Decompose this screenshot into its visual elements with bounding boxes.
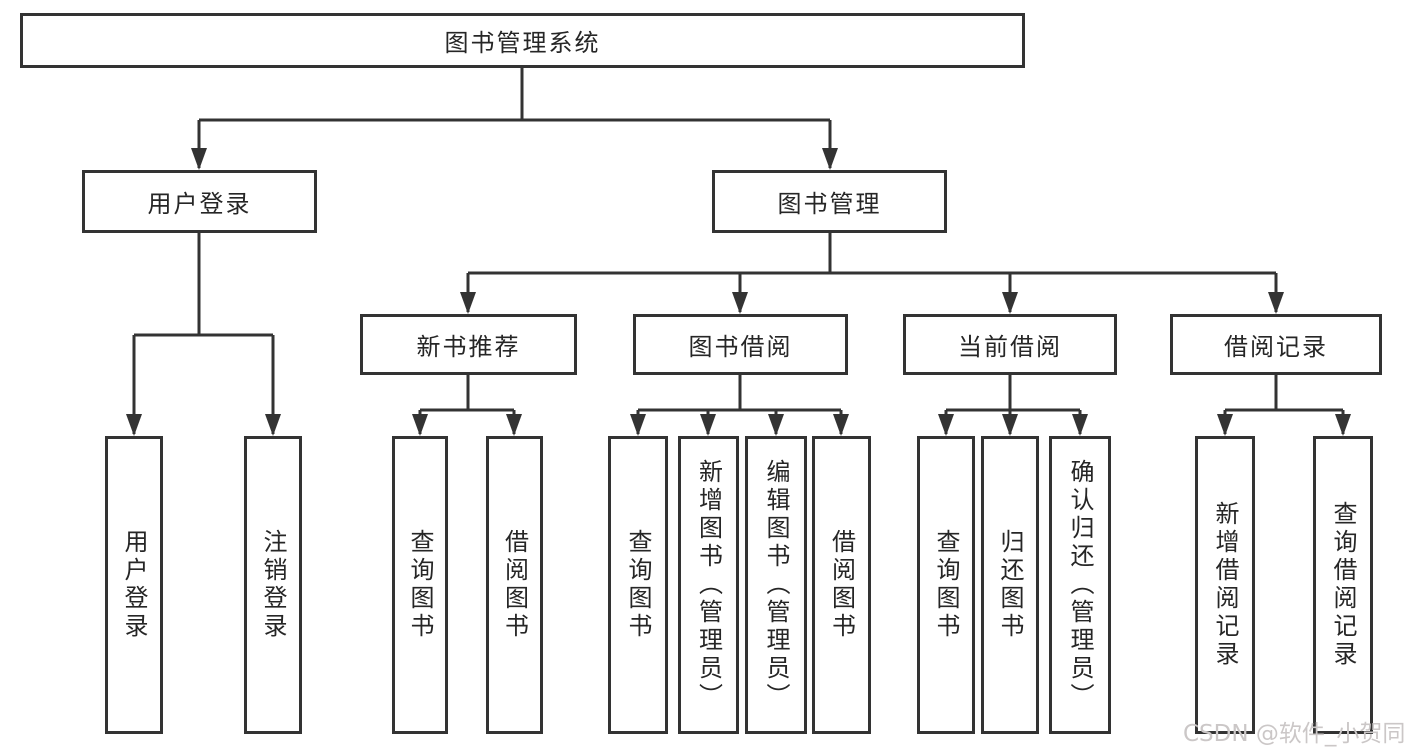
node-book-management-label: 图书管理 <box>777 190 882 218</box>
node-borrow-records: 借阅记录 <box>1170 314 1382 375</box>
leaf-logout: 注销登录 <box>244 436 302 734</box>
leaf-return-book-label: 归还图书 <box>996 529 1024 641</box>
leaf-borrow-books-recommend-label: 借阅图书 <box>500 529 529 641</box>
leaf-add-borrow-record-label: 新增借阅记录 <box>1211 501 1239 669</box>
leaf-query-books-recommend: 查询图书 <box>392 436 448 734</box>
leaf-borrow-books-recommend: 借阅图书 <box>486 436 543 734</box>
node-new-book-recommend-label: 新书推荐 <box>416 333 521 361</box>
node-user-login-label: 用户登录 <box>147 190 252 218</box>
node-book-borrow: 图书借阅 <box>633 314 848 375</box>
node-root-label: 图书管理系统 <box>444 29 601 57</box>
leaf-query-books-borrow: 查询图书 <box>608 436 668 734</box>
node-current-borrow: 当前借阅 <box>903 314 1117 375</box>
leaf-query-books-recommend-label: 查询图书 <box>406 529 434 641</box>
leaf-query-borrow-record: 查询借阅记录 <box>1313 436 1373 734</box>
leaf-query-books-borrow-label: 查询图书 <box>624 529 652 641</box>
leaf-user-login-label: 用户登录 <box>120 529 148 641</box>
node-book-borrow-label: 图书借阅 <box>688 333 793 361</box>
node-current-borrow-label: 当前借阅 <box>958 333 1062 361</box>
node-borrow-records-label: 借阅记录 <box>1224 333 1328 361</box>
leaf-query-borrow-record-label: 查询借阅记录 <box>1329 501 1357 669</box>
csdn-watermark: CSDN @软件_小贺同学 <box>1183 721 1405 747</box>
node-book-management: 图书管理 <box>712 170 947 233</box>
leaf-add-book-admin-label: 新增图书（管理员） <box>694 459 723 711</box>
leaf-query-books-current-label: 查询图书 <box>932 529 960 641</box>
leaf-add-borrow-record: 新增借阅记录 <box>1195 436 1255 734</box>
leaf-borrow-books-label: 借阅图书 <box>827 529 856 641</box>
leaf-user-login: 用户登录 <box>105 436 163 734</box>
leaf-query-books-current: 查询图书 <box>917 436 975 734</box>
leaf-edit-book-admin: 编辑图书（管理员） <box>745 436 807 734</box>
leaf-add-book-admin: 新增图书（管理员） <box>678 436 739 734</box>
leaf-logout-label: 注销登录 <box>259 529 287 641</box>
node-user-login: 用户登录 <box>82 170 317 233</box>
node-root: 图书管理系统 <box>20 13 1025 68</box>
leaf-edit-book-admin-label: 编辑图书（管理员） <box>762 459 790 711</box>
leaf-borrow-books: 借阅图书 <box>812 436 871 734</box>
node-new-book-recommend: 新书推荐 <box>360 314 577 375</box>
leaf-return-book: 归还图书 <box>981 436 1039 734</box>
leaf-confirm-return-admin-label: 确认归还（管理员） <box>1066 459 1094 711</box>
leaf-confirm-return-admin: 确认归还（管理员） <box>1049 436 1111 734</box>
